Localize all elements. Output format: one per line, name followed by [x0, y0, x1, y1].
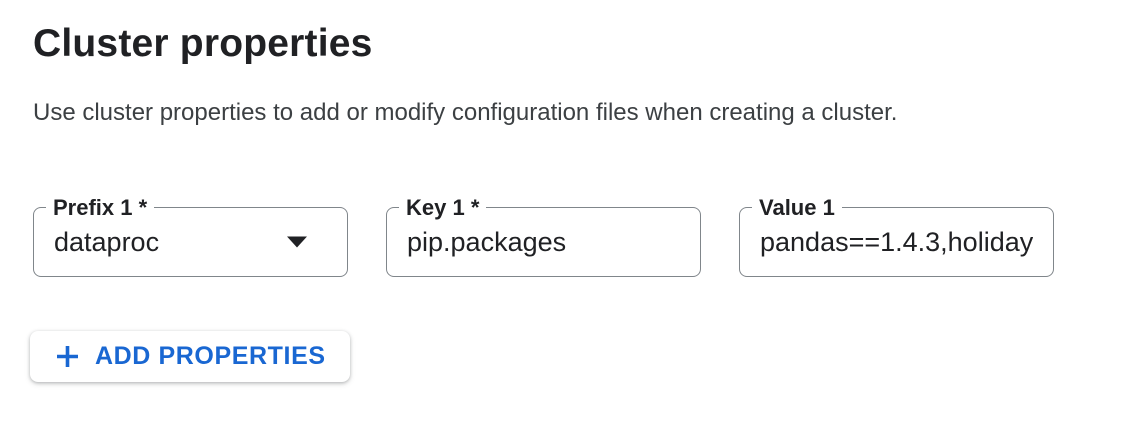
- cluster-properties-section: Cluster properties Use cluster propertie…: [0, 21, 1122, 382]
- value-field-label: Value 1: [752, 195, 842, 221]
- section-description: Use cluster properties to add or modify …: [33, 99, 898, 126]
- plus-icon: [54, 343, 81, 370]
- key-field: Key 1 *: [386, 195, 701, 277]
- key-input[interactable]: [407, 226, 680, 258]
- dropdown-arrow-icon: [287, 236, 307, 248]
- add-properties-button[interactable]: ADD PROPERTIES: [30, 331, 350, 382]
- add-properties-label: ADD PROPERTIES: [95, 342, 326, 370]
- prefix-select[interactable]: Prefix 1 * dataproc: [33, 195, 348, 277]
- prefix-select-label: Prefix 1 *: [46, 195, 155, 221]
- prefix-select-value: dataproc: [54, 226, 160, 257]
- page-title: Cluster properties: [33, 22, 373, 65]
- value-input[interactable]: [760, 226, 1033, 258]
- key-field-label: Key 1 *: [399, 195, 487, 221]
- property-row: Prefix 1 * dataproc Key 1 * Value 1: [33, 195, 1089, 277]
- value-field: Value 1: [739, 195, 1054, 277]
